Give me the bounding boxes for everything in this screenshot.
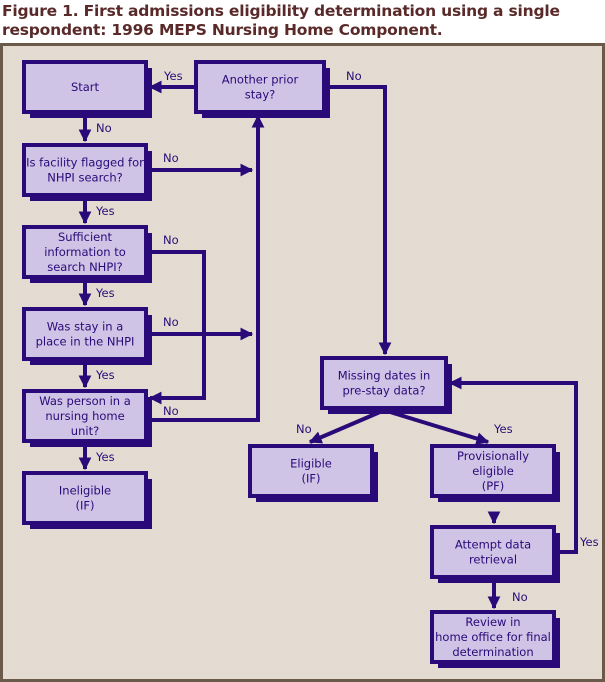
node-text-line: (IF) <box>302 472 321 486</box>
node-text-line: Attempt data <box>455 538 531 552</box>
node-text-line: Review in <box>465 615 520 629</box>
node-box <box>430 525 556 579</box>
node-box <box>22 307 148 361</box>
node-text-line: determination <box>452 645 533 659</box>
node-text-line: unit? <box>71 424 99 438</box>
node-box <box>22 389 148 443</box>
node-text-line: Was person in a <box>39 394 131 408</box>
node-text-line: home office for final <box>435 630 551 644</box>
edge-label-yes: Yes <box>95 204 115 218</box>
caption-line-2: respondent: 1996 MEPS Nursing Home Compo… <box>2 21 443 39</box>
edge-label-yes: Yes <box>95 368 115 382</box>
edge-label-no: No <box>346 69 362 83</box>
figure-caption: Figure 1. First admissions eligibility d… <box>2 2 602 40</box>
node-box <box>430 610 556 664</box>
node-box <box>22 225 148 279</box>
node-text-line: Provisionally <box>457 449 529 463</box>
node-text-line: Eligible <box>290 457 332 471</box>
node-text-line: Sufficient <box>58 230 113 244</box>
node-box <box>320 356 448 410</box>
edge-missing-dates-to-provisionally-eligible <box>389 410 490 445</box>
edge-another-prior-stay-to-missing-dates <box>328 85 392 356</box>
node-text-line: place in the NHPI <box>36 335 135 349</box>
node-text-line: retrieval <box>469 553 517 567</box>
node-text-line: Start <box>71 80 100 94</box>
node-text-line: (PF) <box>482 479 505 493</box>
edge-label-no: No <box>296 422 312 436</box>
node-text-line: nursing home <box>45 409 124 423</box>
edge-label-no: No <box>163 315 179 329</box>
node-text-line: Missing dates in <box>338 369 431 383</box>
edge-attempt-retrieval-to-missing-dates <box>448 376 578 554</box>
node-text-line: NHPI search? <box>47 171 123 185</box>
node-ineligible: Ineligible(IF) <box>22 471 152 529</box>
edge-label-yes: Yes <box>95 286 115 300</box>
node-start: Start <box>22 60 152 118</box>
node-text-line: Is facility flagged for <box>26 156 144 170</box>
node-text-line: eligible <box>472 464 514 478</box>
node-box <box>194 60 326 114</box>
edge-label-yes: Yes <box>95 450 115 464</box>
node-text-line: stay? <box>245 88 275 102</box>
edge-sufficient-info-to-nursing-home-unit <box>148 250 206 405</box>
edge-label-no: No <box>512 590 528 604</box>
caption-line-1: Figure 1. First admissions eligibility d… <box>2 2 560 20</box>
node-box <box>22 471 148 525</box>
edge-label-yes: Yes <box>163 69 183 83</box>
node-text-line: (IF) <box>76 499 95 513</box>
node-text-line: Another prior <box>222 73 299 87</box>
node-text-line: information to <box>44 245 126 259</box>
edge-nursing-home-unit-to-another-prior-stay <box>150 114 265 422</box>
node-box <box>22 60 148 114</box>
node-text-line: Was stay in a <box>47 320 124 334</box>
edge-label-no: No <box>163 151 179 165</box>
edge-missing-dates-to-eligible <box>308 410 381 444</box>
node-box <box>22 143 148 197</box>
node-box <box>248 444 374 498</box>
edge-label-no: No <box>163 404 179 418</box>
node-eligible: Eligible(IF) <box>248 444 378 502</box>
edge-label-no: No <box>163 233 179 247</box>
node-text-line: pre-stay data? <box>342 384 425 398</box>
node-box <box>430 444 556 498</box>
edge-label-no: No <box>96 121 112 135</box>
edge-label-yes: Yes <box>493 422 513 436</box>
edge-label-yes: Yes <box>579 535 599 549</box>
node-text-line: search NHPI? <box>47 260 123 274</box>
node-text-line: Ineligible <box>59 484 111 498</box>
